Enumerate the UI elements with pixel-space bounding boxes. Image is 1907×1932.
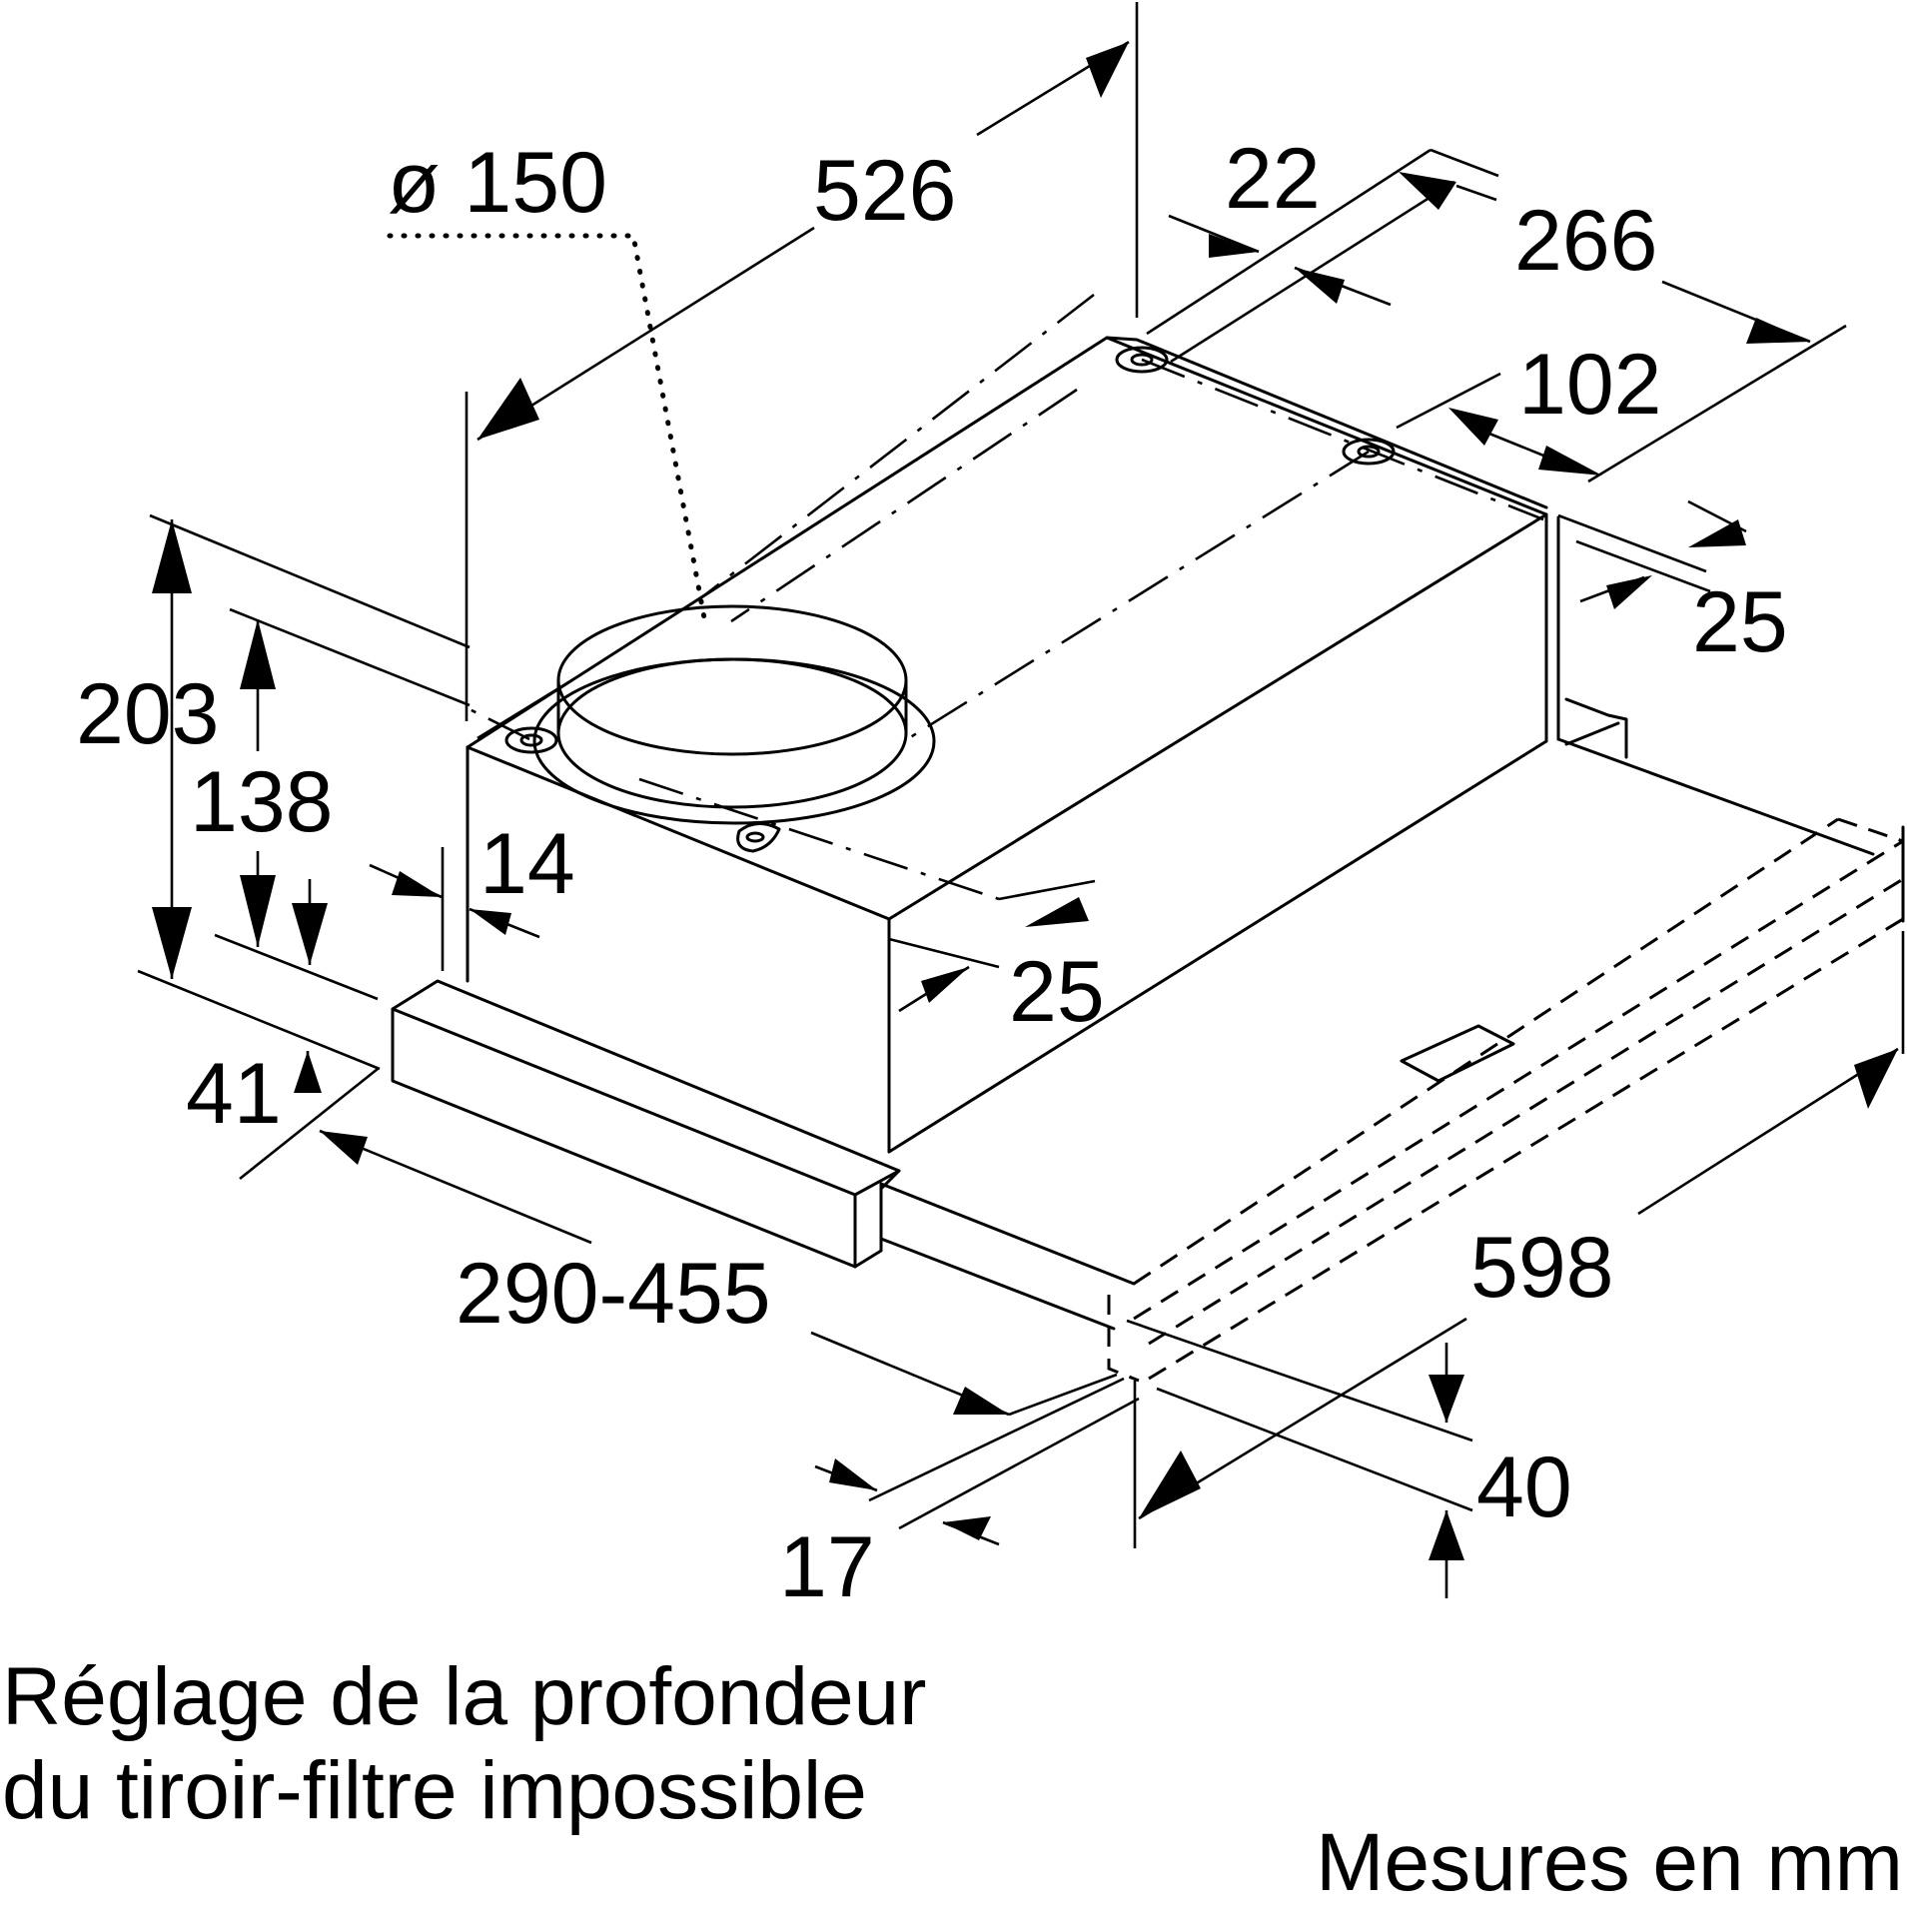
arrowhead <box>1854 1049 1898 1109</box>
dimension-lines <box>137 2 1905 1598</box>
dim-22: 22 <box>1225 131 1321 227</box>
arrowhead <box>1025 897 1089 927</box>
dim-17: 17 <box>779 1519 875 1615</box>
arrowhead <box>1448 408 1498 446</box>
arrowhead <box>294 1051 322 1093</box>
arrowhead <box>943 1516 991 1540</box>
arrowhead <box>292 903 328 965</box>
note-line-2: du tiroir-filtre impossible <box>2 1745 867 1836</box>
arrowhead <box>1139 1450 1201 1518</box>
arrowhead <box>1086 42 1129 98</box>
arrowhead <box>152 907 192 979</box>
arrowhead <box>921 967 969 1003</box>
dim-40: 40 <box>1476 1440 1572 1535</box>
dim-203: 203 <box>76 666 220 762</box>
extended-drawer-outline <box>1107 697 1905 1383</box>
arrowhead <box>829 1458 877 1490</box>
arrowhead <box>1209 234 1259 258</box>
dim-598: 598 <box>1470 1220 1614 1316</box>
arrowhead <box>392 871 442 897</box>
arrowhead <box>1538 446 1602 476</box>
dim-290-455: 290-455 <box>456 1246 771 1342</box>
depth-adjustment-note: Réglage de la profondeur du tiroir-filtr… <box>2 1650 926 1838</box>
dimension-labels: 526 ø 150 22 266 102 25 203 138 14 25 41… <box>76 131 1788 1615</box>
arrowhead <box>240 875 276 947</box>
arrowhead <box>1606 575 1652 609</box>
dim-25-front: 25 <box>1009 944 1105 1040</box>
arrowhead <box>1688 519 1746 547</box>
arrowhead <box>953 1387 1009 1415</box>
note-line-1: Réglage de la profondeur <box>2 1651 927 1742</box>
dim-138: 138 <box>190 754 334 850</box>
arrowhead <box>1429 1375 1464 1423</box>
arrowhead <box>1295 268 1345 304</box>
arrowhead <box>152 519 192 593</box>
arrowhead <box>240 619 276 689</box>
arrowhead <box>470 909 511 935</box>
dim-25-right: 25 <box>1692 574 1788 670</box>
filter-drawer <box>391 979 1136 1331</box>
duct-collar <box>469 293 1544 901</box>
dim-266: 266 <box>1514 193 1658 289</box>
arrowhead <box>320 1131 368 1165</box>
dim-14: 14 <box>479 816 575 912</box>
units-note: Mesures en mm <box>1316 1817 1903 1908</box>
dim-526: 526 <box>813 143 957 239</box>
arrowhead <box>1746 318 1810 344</box>
arrowhead <box>477 378 539 440</box>
arrowhead <box>1399 172 1456 210</box>
dim-41: 41 <box>186 1046 282 1142</box>
dim-duct-diameter: ø 150 <box>388 135 607 231</box>
dim-102: 102 <box>1518 337 1662 433</box>
arrowhead <box>1429 1510 1464 1560</box>
